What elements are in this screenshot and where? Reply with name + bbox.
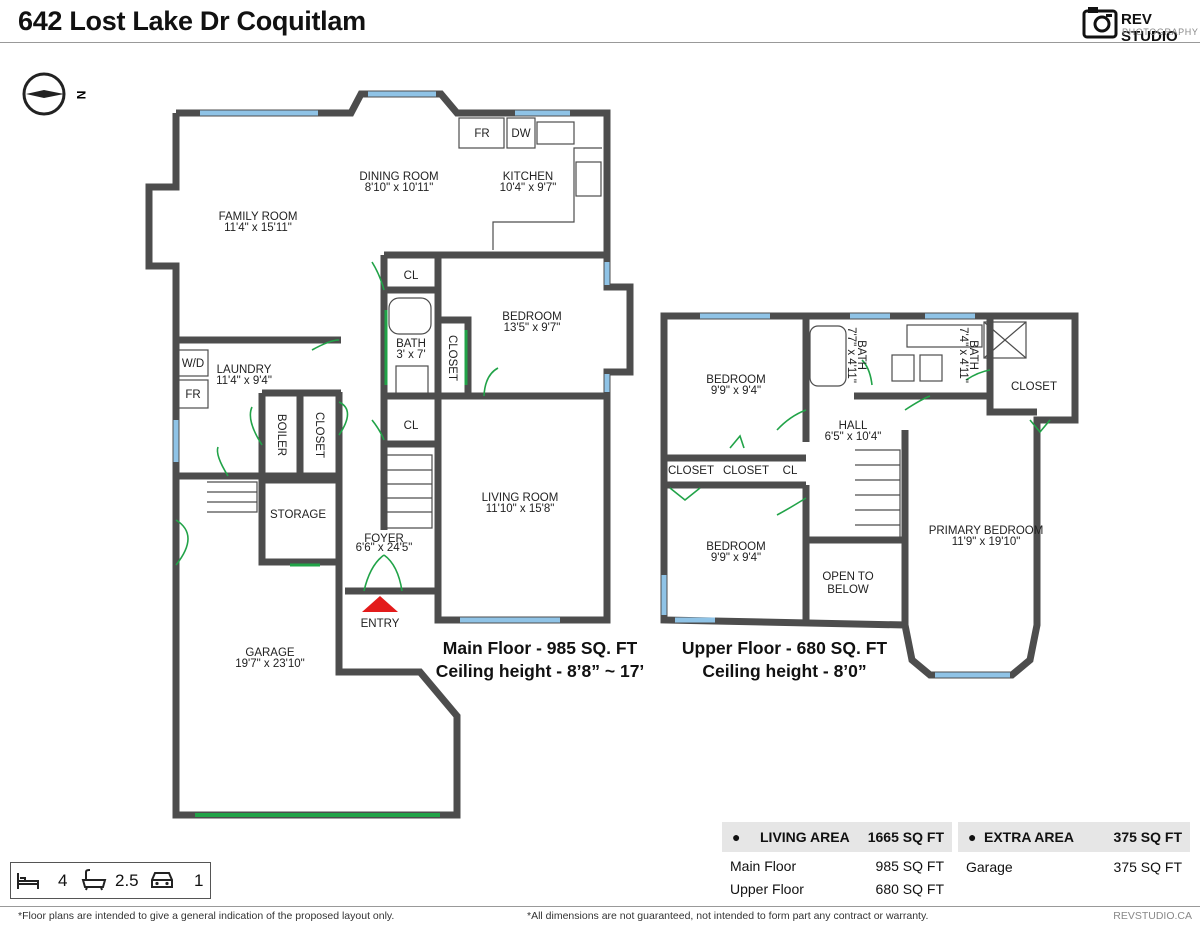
extra-area-table: ● EXTRA AREA 375 SQ FT Garage 375 SQ FT	[958, 822, 1190, 882]
living-area-table: ● LIVING AREA 1665 SQ FT Main Floor 985 …	[722, 822, 952, 902]
living-row-upper-name: Upper Floor	[730, 881, 804, 897]
boiler-walls	[258, 393, 343, 480]
label-family-room: FAMILY ROOM	[219, 211, 298, 223]
label-boiler: BOILER	[275, 414, 287, 456]
main-floor-area: Main Floor - 985 SQ. FT	[442, 638, 638, 658]
extra-area-header: ● EXTRA AREA 375 SQ FT	[958, 822, 1190, 852]
living-row-upper-value: 680 SQ FT	[875, 881, 944, 897]
footer-disclaimer-left: *Floor plans are intended to give a gene…	[18, 910, 395, 922]
dims-laundry: 11'4" x 9'4"	[216, 375, 272, 387]
closet-wall	[438, 316, 472, 396]
label-open-to: OPEN TO	[822, 571, 873, 583]
dims-foyer: 6'6" x 24'5"	[356, 542, 413, 554]
bathtub-icon	[81, 869, 107, 891]
extra-area-total: 375 SQ FT	[1113, 829, 1182, 845]
label-fridge-laundry: FR	[185, 389, 200, 401]
living-area-label: LIVING AREA	[760, 829, 850, 845]
bullet-icon: ●	[732, 829, 741, 845]
bed-icon	[17, 873, 39, 889]
label-closet-upper-1: CLOSET	[1011, 381, 1057, 393]
label-bedroom-upper-2: BEDROOM	[706, 541, 765, 553]
label-fridge: FR	[474, 128, 489, 140]
extra-row-garage-name: Garage	[966, 859, 1013, 875]
extra-area-label: EXTRA AREA	[984, 829, 1074, 845]
footer-disclaimer-center: *All dimensions are not guaranteed, not …	[527, 910, 929, 922]
storage-walls	[258, 476, 343, 566]
dims-garage: 19'7" x 23'10"	[235, 658, 304, 670]
extra-row-garage-value: 375 SQ FT	[1113, 859, 1182, 875]
label-living-room: LIVING ROOM	[482, 492, 559, 504]
label-closet-main-1: CLOSET	[313, 412, 325, 458]
entry-marker	[362, 596, 398, 612]
upper-floor-area: Upper Floor - 680 SQ. FT	[681, 638, 888, 658]
label-garage: GARAGE	[245, 647, 295, 659]
main-floor-ceiling: Ceiling height - 8’8” ~ 17’	[435, 661, 645, 681]
brand-logo: REV STUDIO PHOTOGRAPHY	[1082, 5, 1199, 45]
dims-bath-upper-2: 7'4" x 4'11"	[957, 327, 969, 383]
living-area-total: 1665 SQ FT	[867, 829, 944, 845]
baths-count: 2.5	[115, 871, 139, 890]
dims-primary-bedroom: 11'9" x 19'10"	[952, 536, 1021, 548]
upper-floor-ceiling: Ceiling height - 8’0”	[702, 661, 867, 681]
main-floor-label: Main Floor - 985 SQ. FT Ceiling height -…	[420, 637, 660, 683]
footer-website: REVSTUDIO.CA	[1113, 910, 1192, 922]
dims-bedroom-upper-2: 9'9" x 9'4"	[711, 552, 761, 564]
dims-bedroom-main: 13'5" x 9'7"	[504, 322, 561, 334]
dims-bath-main: 3' x 7'	[396, 349, 425, 361]
label-washer-dryer: W/D	[182, 358, 204, 370]
living-row-main-name: Main Floor	[730, 858, 797, 874]
garage-wall	[172, 392, 461, 819]
dims-bath-upper-1: 7'7" x 4'11"	[845, 327, 857, 383]
label-bath-upper-2: BATH	[967, 340, 979, 370]
car-icon	[151, 872, 173, 888]
brand-name: REV STUDIO	[1121, 11, 1178, 45]
main-wall-north	[176, 90, 611, 259]
footer-divider	[0, 906, 1200, 907]
main-wall-east	[345, 251, 634, 624]
label-dishwasher: DW	[511, 128, 530, 140]
label-kitchen: KITCHEN	[503, 171, 553, 183]
dims-family-room: 11'4" x 15'11"	[224, 222, 292, 234]
label-cl-upper: CL	[783, 465, 798, 477]
label-below: BELOW	[827, 584, 869, 596]
compass-label: N	[74, 91, 88, 100]
label-cl-main-2: CL	[404, 420, 419, 432]
living-row-main-value: 985 SQ FT	[875, 858, 944, 874]
label-bath-main: BATH	[396, 338, 426, 350]
label-closet-upper-3: CLOSET	[723, 465, 769, 477]
label-primary-bedroom: PRIMARY BEDROOM	[929, 525, 1044, 537]
label-bath-upper-1: BATH	[855, 340, 867, 370]
bullet-icon: ●	[968, 829, 977, 845]
label-storage: STORAGE	[270, 509, 326, 521]
label-hall: HALL	[839, 420, 868, 432]
label-cl-main-1: CL	[404, 270, 419, 282]
label-bedroom-upper-1: BEDROOM	[706, 374, 765, 386]
property-stats: 4 2.5 1	[10, 862, 211, 899]
upper-outline	[660, 312, 1079, 679]
label-dining-room: DINING ROOM	[359, 171, 438, 183]
dims-bedroom-upper-1: 9'9" x 9'4"	[711, 385, 761, 397]
label-entry: ENTRY	[361, 618, 400, 630]
label-laundry: LAUNDRY	[217, 364, 272, 376]
compass-icon: N	[22, 72, 88, 116]
label-foyer: FOYER	[364, 533, 404, 545]
header-divider	[0, 42, 1200, 43]
upper-floor-label: Upper Floor - 680 SQ. FT Ceiling height …	[672, 637, 897, 683]
brand-subtitle: PHOTOGRAPHY	[1122, 27, 1199, 37]
beds-count: 4	[58, 871, 68, 890]
page-title: 642 Lost Lake Dr Coquitlam	[18, 6, 366, 36]
dims-living-room: 11'10" x 15'8"	[486, 503, 555, 515]
label-closet-upper-2: CLOSET	[668, 465, 714, 477]
living-area-header: ● LIVING AREA 1665 SQ FT	[722, 822, 952, 852]
dims-dining-room: 8'10" x 10'11"	[365, 182, 434, 194]
dims-hall: 6'5" x 10'4"	[825, 431, 882, 443]
label-closet-main-2: CLOSET	[446, 335, 458, 381]
closet-walls	[986, 316, 1037, 416]
camera-icon	[1082, 7, 1118, 39]
garage-count: 1	[194, 871, 204, 890]
label-bedroom-main: BEDROOM	[502, 311, 561, 323]
dims-kitchen: 10'4" x 9'7"	[500, 182, 557, 194]
